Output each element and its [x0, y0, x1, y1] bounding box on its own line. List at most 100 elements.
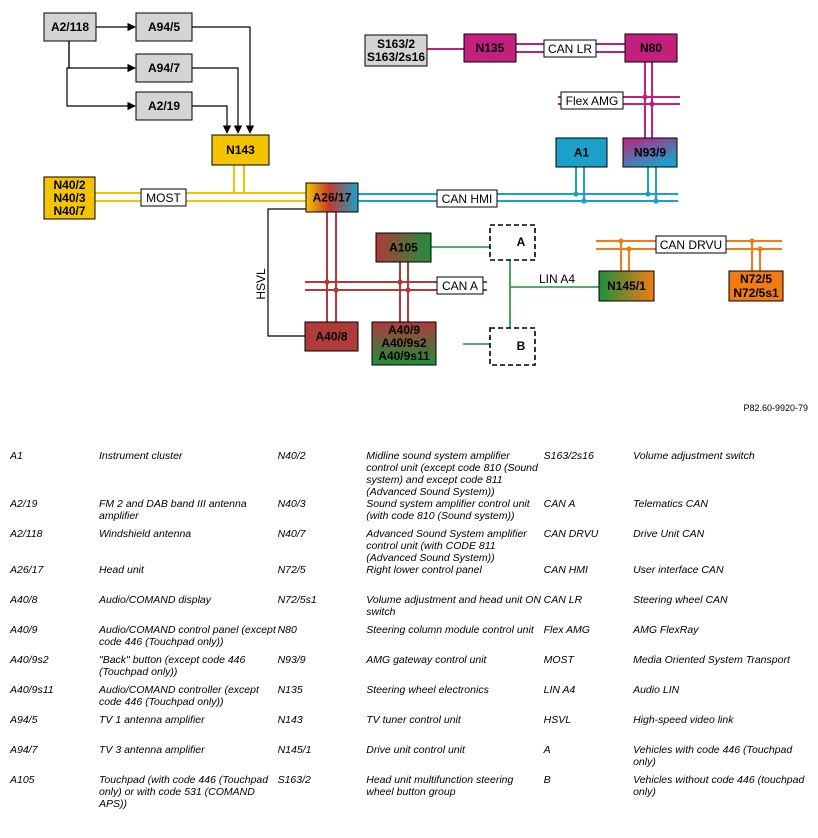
legend-description: FM 2 and DAB band III antenna amplifier: [98, 498, 247, 522]
legend-row: A40/9s2"Back" button (except code 446 (T…: [10, 654, 810, 684]
legend-description: Media Oriented System Transport: [633, 654, 790, 666]
legend-code: A94/7: [10, 744, 38, 756]
svg-text:A2/118: A2/118: [51, 20, 89, 34]
svg-text:A2/19: A2/19: [148, 99, 180, 113]
legend-code: A2/118: [10, 528, 43, 540]
network-diagram: MOST CAN HMI CAN LR Flex AMG: [43, 12, 808, 413]
legend-row: A105 Touchpad (with code 446 (Touchpad on…: [10, 774, 810, 810]
node-n40: N40/2 N40/3 N40/7: [43, 176, 96, 220]
node-n143: N143: [211, 134, 270, 166]
legend-code: HSVL: [543, 714, 572, 726]
svg-text:A94/5: A94/5: [148, 20, 180, 34]
hsvl-link: [267, 208, 306, 337]
svg-text:CAN HMI: CAN HMI: [442, 192, 493, 206]
legend-row: A40/9s11 Audio/COMAND controller (except …: [10, 684, 810, 714]
node-a94-7: A94/7: [135, 53, 193, 83]
legend-code: LIN A4: [543, 684, 576, 696]
variant-marker-b: B: [489, 327, 536, 366]
svg-text:Flex AMG: Flex AMG: [566, 94, 619, 108]
legend-code: A: [543, 744, 551, 756]
legend-description: User interface CAN: [633, 564, 724, 576]
node-a26-17: A26/17: [305, 182, 359, 213]
legend-description: Right lower control panel: [366, 564, 482, 576]
svg-text:N72/5: N72/5: [740, 272, 772, 286]
svg-text:A40/9: A40/9: [388, 323, 420, 337]
node-a105: A105: [375, 232, 432, 263]
flex-amg-junctions: [642, 94, 655, 107]
svg-text:A26/17: A26/17: [313, 191, 352, 205]
legend-code: N143: [277, 714, 303, 726]
legend-description: Audio/COMAND control panel (except code …: [98, 624, 276, 648]
svg-text:N143: N143: [226, 143, 255, 157]
legend-code: N93/9: [277, 654, 306, 666]
svg-text:N80: N80: [640, 41, 662, 55]
svg-text:CAN A: CAN A: [442, 279, 478, 293]
legend-code: N40/3: [277, 498, 306, 510]
svg-text:N40/7: N40/7: [53, 204, 85, 218]
legend-code: A94/5: [10, 714, 38, 726]
legend-code: B: [543, 774, 551, 786]
legend-code: N135: [277, 684, 303, 696]
svg-text:A40/8: A40/8: [315, 330, 347, 344]
can-a-label: CAN A: [436, 276, 484, 295]
legend-code: N72/5: [277, 564, 306, 576]
legend-description: High-speed video link: [633, 714, 734, 726]
svg-text:CAN DRVU: CAN DRVU: [660, 238, 722, 252]
legend-description: TV 1 antenna amplifier: [98, 714, 205, 726]
legend-code: A40/9s11: [10, 684, 54, 696]
legend-description: Touchpad (with code 446 (Touchpad only) …: [98, 774, 269, 810]
can-drvu-junctions: [618, 238, 763, 252]
variant-marker-a: A: [489, 224, 536, 261]
legend-description: TV 3 antenna amplifier: [98, 744, 205, 756]
legend-code: A40/9s2: [10, 654, 49, 666]
node-a2-19: A2/19: [135, 91, 193, 121]
legend-code: A1: [10, 450, 23, 462]
node-n135: N135: [463, 33, 517, 63]
antenna-signal-lines: [66, 22, 255, 134]
legend-description: Advanced Sound System amplifier control …: [366, 528, 527, 564]
svg-text:S163/2: S163/2: [377, 37, 415, 51]
node-n93-9: N93/9: [622, 137, 678, 168]
legend-code: N72/5s1: [277, 594, 317, 606]
legend-description: Volume adjustment and head unit ON switc…: [366, 594, 541, 618]
legend-code: CAN DRVU: [543, 528, 599, 540]
lin-a4-label: LIN A4: [539, 272, 575, 286]
legend-code: CAN LR: [543, 594, 583, 606]
svg-text:N40/3: N40/3: [53, 191, 85, 205]
node-a40-9: A40/9 A40/9s2 A40/9s11: [371, 321, 437, 366]
svg-text:CAN LR: CAN LR: [548, 42, 592, 56]
node-s163: S163/2 S163/2s16: [364, 34, 428, 67]
svg-text:MOST: MOST: [146, 191, 181, 205]
legend-description: Telematics CAN: [633, 498, 708, 510]
legend-description: Midline sound system amplifier control u…: [366, 450, 538, 498]
legend-description: Vehicles without code 446 (touchpad only…: [633, 774, 805, 798]
legend-code: A105: [10, 774, 35, 786]
svg-text:B: B: [517, 339, 526, 353]
legend-row: A40/9 Audio/COMAND control panel (except …: [10, 624, 810, 654]
svg-text:N145/1: N145/1: [607, 279, 646, 293]
node-a1: A1: [555, 137, 608, 168]
can-lr-label: CAN LR: [543, 39, 597, 58]
legend-description: Head unit multifunction steering wheel b…: [366, 774, 514, 798]
can-a-bus: [305, 212, 487, 322]
svg-text:N135: N135: [476, 41, 505, 55]
svg-text:N93/9: N93/9: [634, 146, 666, 160]
legend-code: A26/17: [10, 564, 44, 576]
legend-code: CAN HMI: [543, 564, 588, 576]
node-n145-1: N145/1: [598, 270, 655, 302]
svg-text:A105: A105: [389, 241, 418, 255]
legend-code: A40/8: [10, 594, 38, 606]
can-drvu-label: CAN DRVU: [655, 235, 727, 254]
legend-description: Audio/COMAND controller (except code 446…: [98, 684, 259, 708]
legend-description: AMG FlexRay: [633, 624, 699, 636]
flex-amg-label: Flex AMG: [560, 91, 624, 110]
legend-code: N40/7: [277, 528, 306, 540]
svg-text:A1: A1: [574, 146, 590, 160]
lin-a4-bus: [431, 246, 599, 345]
legend-code: A40/9: [10, 624, 38, 636]
